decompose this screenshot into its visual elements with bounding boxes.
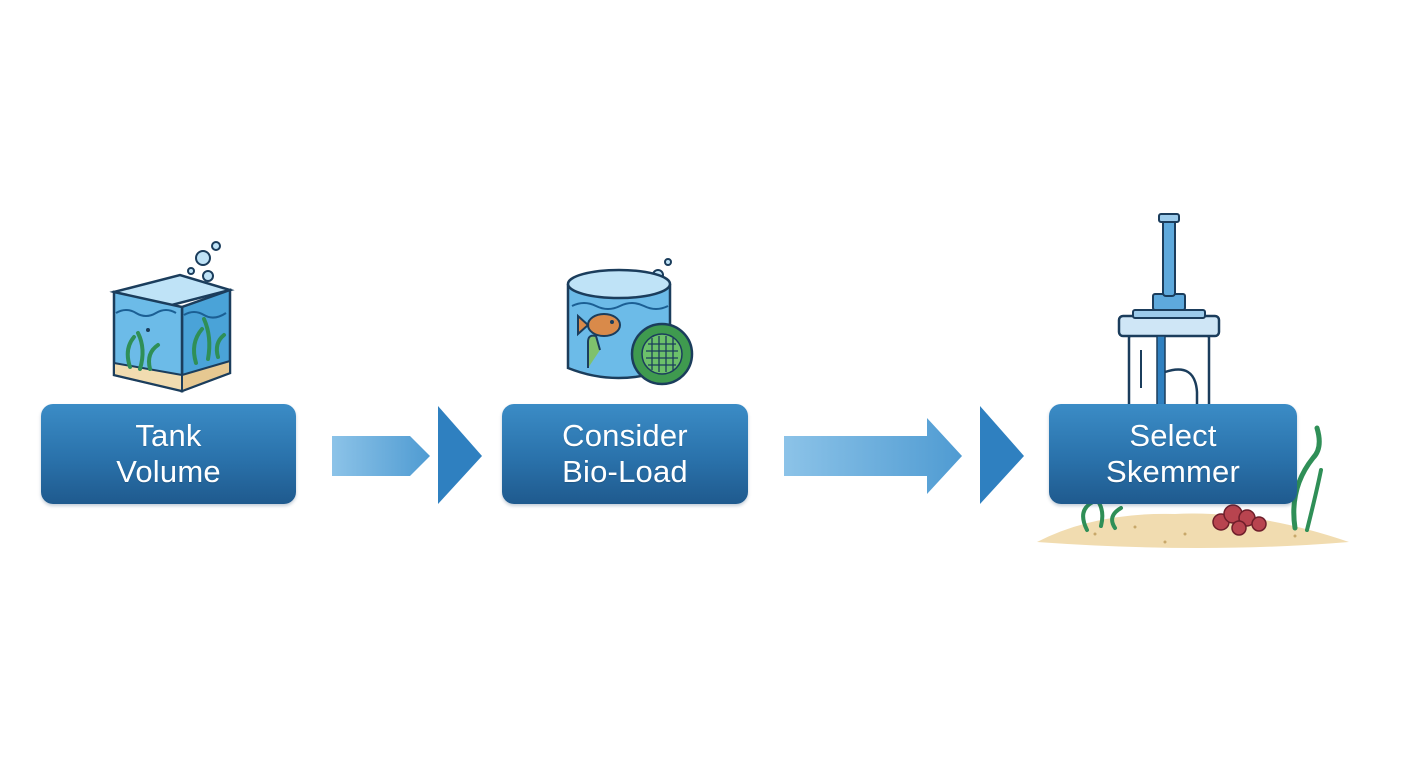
step-label-line1: Select — [1129, 418, 1217, 453]
step-label-line1: Consider — [562, 418, 688, 453]
step-label-line1: Tank — [135, 418, 202, 453]
step-label-line2: Bio-Load — [562, 454, 688, 489]
protein-skimmer-icon — [1037, 213, 1349, 548]
step-box-select-skimmer: Select Skemmer — [1049, 404, 1297, 504]
aquarium-tank-icon — [109, 241, 235, 393]
step-box-tank-volume: Tank Volume — [41, 404, 296, 504]
flow-arrow-2 — [784, 406, 1024, 504]
flow-arrow-1 — [332, 406, 482, 504]
step-box-consider-bioload: Consider Bio-Load — [502, 404, 748, 504]
step-label-line2: Skemmer — [1105, 454, 1241, 489]
step-label-line2: Volume — [116, 454, 221, 489]
fish-bioload-icon — [566, 258, 694, 386]
